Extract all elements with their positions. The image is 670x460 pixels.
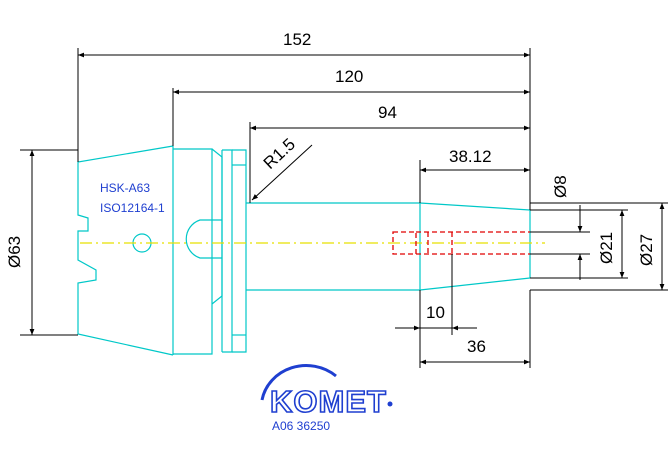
dim-length-38-12: 38.12 [449,147,492,166]
part-number: A06 36250 [272,419,330,433]
dim-dia-8: Ø8 [551,175,570,198]
tool-holder-outline [77,145,531,356]
dim-dia-27: Ø27 [637,234,656,266]
komet-logo: KOMET [260,364,393,420]
dim-dia-63: Ø63 [5,236,24,268]
dim-radius: R1.5 [260,135,299,173]
dim-length-94: 94 [378,103,397,122]
dim-length-36: 36 [467,337,486,356]
dimension-lines [20,48,668,368]
logo-text: KOMET [270,384,387,419]
dim-dia-21: Ø21 [597,232,616,264]
shank-standard-label: HSK-A63 [100,181,150,195]
dim-depth-10: 10 [426,303,445,322]
dim-total-length: 152 [283,30,311,49]
bore [392,231,530,255]
iso-standard-label: ISO12164-1 [100,201,165,215]
dim-length-120: 120 [335,67,363,86]
